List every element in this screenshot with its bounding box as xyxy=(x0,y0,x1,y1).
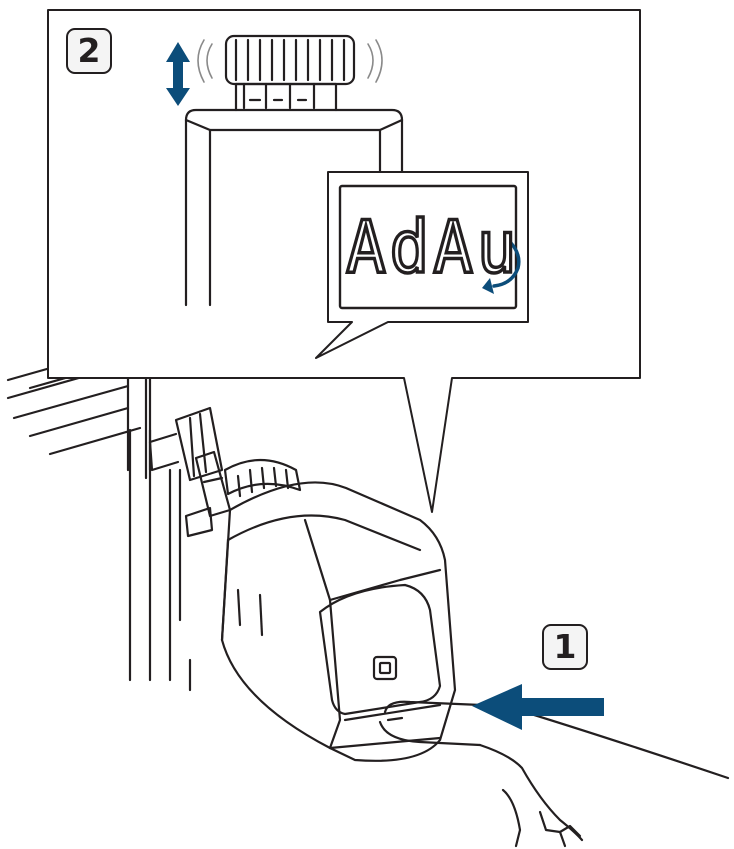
push-arrow-icon xyxy=(472,684,604,730)
step-1-badge: 1 xyxy=(542,624,588,670)
radiator xyxy=(6,344,192,692)
lcd-display-text: AdAu xyxy=(344,203,521,291)
thermostat-head xyxy=(184,34,404,307)
finger xyxy=(378,700,730,848)
button-icon xyxy=(372,655,398,681)
vibration-waves-icon xyxy=(197,39,383,83)
step-2-badge: 2 xyxy=(66,28,112,74)
rotate-arrow-icon xyxy=(482,236,521,294)
vertical-arrow-icon xyxy=(166,42,190,106)
thermostat-body xyxy=(220,481,457,762)
radiator-valve xyxy=(148,406,302,538)
